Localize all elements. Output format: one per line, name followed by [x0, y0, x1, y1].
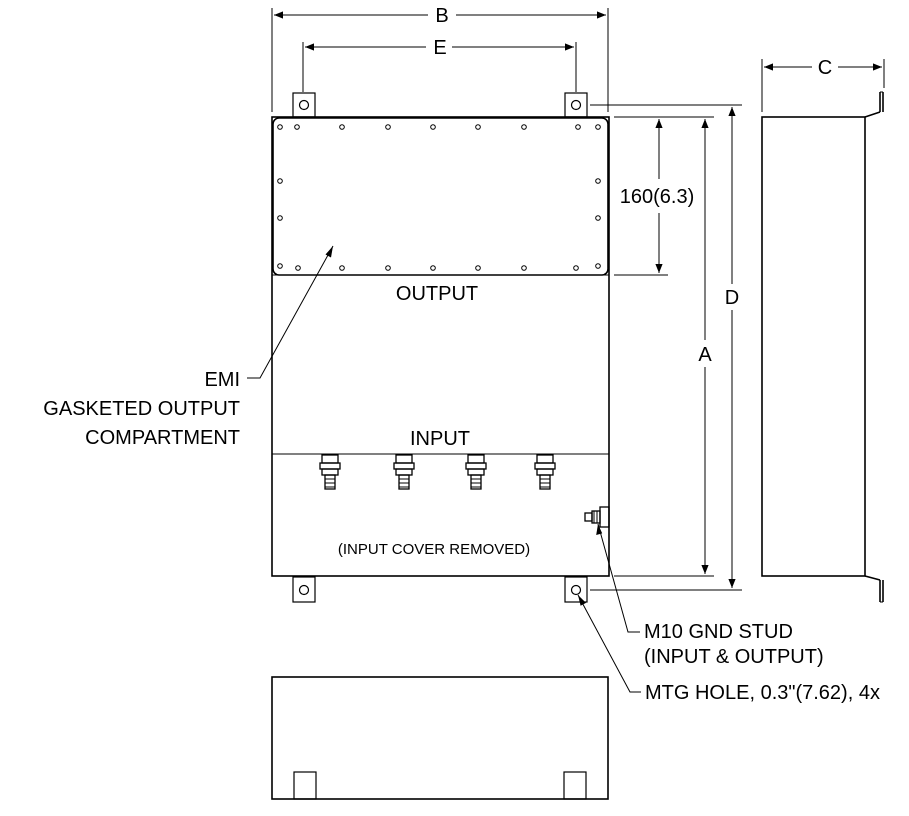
- enclosure-body: [271, 116, 610, 577]
- mtg-hole-callout: MTG HOLE, 0.3"(7.62), 4x: [577, 594, 880, 704]
- mounting-tab-top-right: [564, 92, 588, 118]
- dimension-cover-height-label: 160(6.3): [620, 186, 695, 208]
- dimension-c: C: [761, 57, 885, 112]
- input-cover-removed-label: (INPUT COVER REMOVED): [338, 541, 530, 558]
- mounting-tab-bottom-right: [564, 576, 588, 603]
- dimension-a-label: A: [698, 344, 712, 366]
- input-label: INPUT: [410, 428, 470, 450]
- dimension-e-label: E: [433, 37, 446, 59]
- emi-label-line1: EMI: [204, 369, 240, 391]
- input-terminal-4: [534, 454, 556, 490]
- dimension-a: A: [614, 116, 714, 577]
- dimension-b: B: [271, 5, 609, 112]
- input-terminal-1: [319, 454, 341, 490]
- dimension-cover-height: 160(6.3): [614, 116, 695, 276]
- input-terminals: [319, 454, 556, 490]
- ground-stud: [584, 506, 610, 528]
- dimension-d-label: D: [725, 287, 739, 309]
- bottom-view: [271, 676, 609, 800]
- mtg-hole-label: MTG HOLE, 0.3"(7.62), 4x: [645, 682, 880, 704]
- dimension-e: E: [302, 37, 577, 92]
- input-terminal-3: [465, 454, 487, 490]
- gnd-stud-label-line1: M10 GND STUD: [644, 621, 793, 643]
- input-terminal-2: [393, 454, 415, 490]
- mounting-tab-bottom-left: [292, 576, 316, 603]
- dimension-d: D: [590, 104, 742, 591]
- output-label: OUTPUT: [396, 283, 478, 305]
- mounting-tab-top-left: [292, 92, 316, 118]
- emi-callout: EMI GASKETED OUTPUT COMPARTMENT: [43, 245, 334, 449]
- side-view: [761, 91, 884, 603]
- dimension-b-label: B: [435, 5, 448, 27]
- cover-screws: [277, 124, 601, 271]
- emi-label-line3: COMPARTMENT: [85, 427, 240, 449]
- gnd-stud-callout: M10 GND STUD (INPUT & OUTPUT): [596, 523, 824, 668]
- dimension-c-label: C: [818, 57, 832, 79]
- gnd-stud-label-line2: (INPUT & OUTPUT): [644, 646, 824, 668]
- emi-label-line2: GASKETED OUTPUT: [43, 398, 240, 420]
- output-cover: [272, 117, 609, 276]
